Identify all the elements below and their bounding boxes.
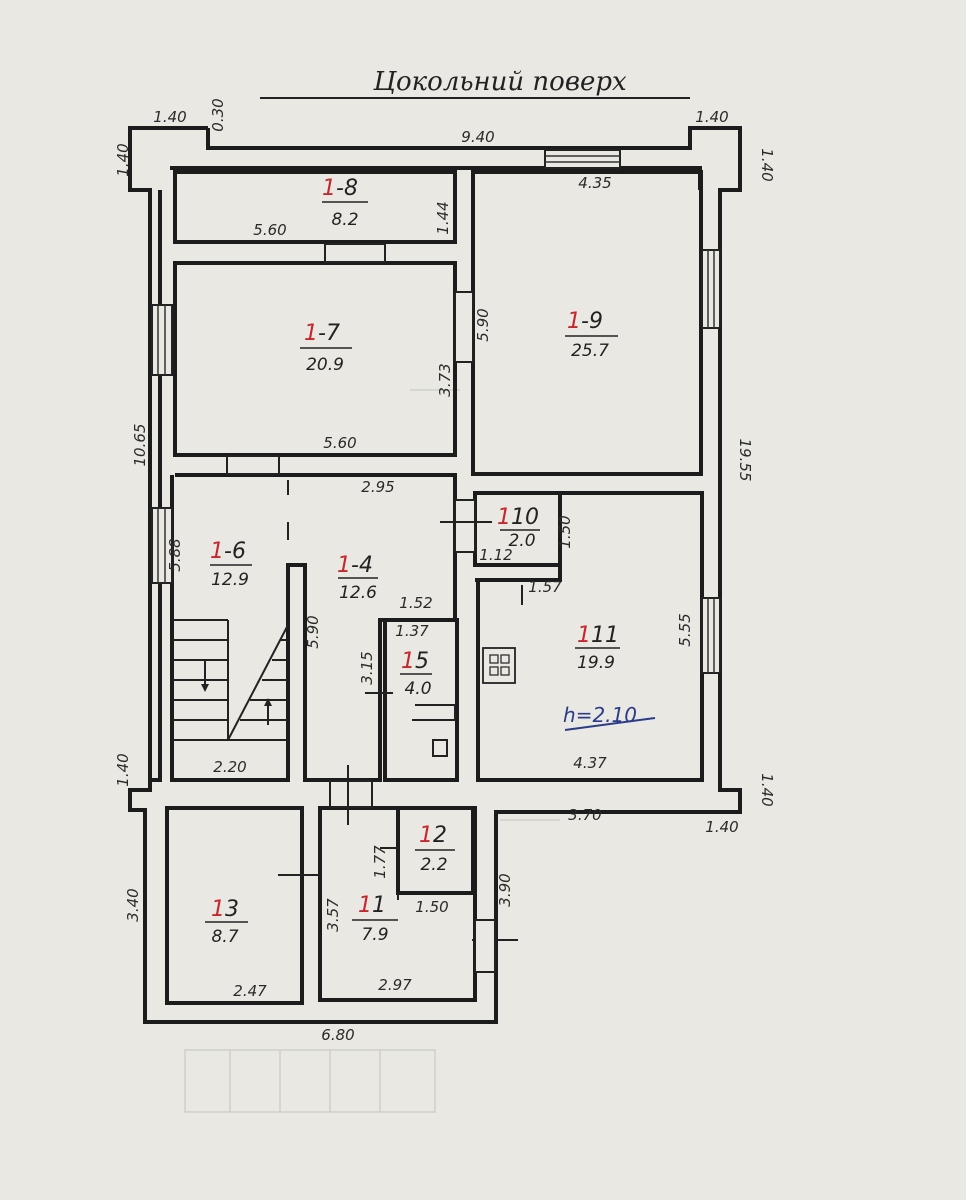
dim-right-mid-step: 1.40 (758, 773, 776, 806)
dim-r14-height: 5.90 (304, 615, 322, 648)
dim-bottom-total: 6.80 (321, 1026, 354, 1044)
room-1-3-area: 8.7 (211, 927, 238, 947)
room-1-2-area: 2.2 (420, 855, 447, 875)
dim-r111-width: 4.37 (573, 754, 607, 772)
room-1-9-number: 1-9 (567, 309, 603, 334)
room-1-5-area: 4.0 (404, 679, 431, 699)
room-1-11-area: 19.9 (577, 653, 615, 673)
dim-top-left-step: 0.30 (209, 98, 227, 131)
dim-r12-height: 1.77 (371, 845, 389, 879)
room-1-1-area: 7.9 (361, 925, 388, 945)
room-1-10-number: 110 (497, 505, 539, 530)
dim-r110-b: 1.57 (528, 578, 562, 596)
room-1-4-1-6-outline (170, 473, 457, 782)
dim-r110-a: 1.12 (479, 546, 512, 564)
room-1-5-number: 15 (401, 649, 429, 674)
dim-r18-width: 5.60 (253, 221, 286, 239)
room-1-5-fixture (412, 704, 456, 721)
dimension-labels: 1.40 0.30 9.40 1.40 1.40 1.40 5.60 1.44 … (114, 98, 776, 1044)
staircase (172, 619, 289, 741)
dim-r14-width: 2.95 (361, 478, 394, 496)
dim-right-mid-offset: 1.40 (705, 818, 738, 836)
dim-r17-height: 3.73 (436, 363, 454, 396)
dim-left-mid-step: 1.40 (114, 753, 132, 786)
room-1-4-area: 12.6 (339, 583, 377, 603)
room-1-8-area: 8.2 (331, 210, 358, 230)
dim-left-top-step: 1.40 (114, 143, 132, 176)
dim-r110-c: 1.50 (556, 515, 574, 548)
room-1-3-number: 13 (211, 897, 239, 922)
dim-right-top-step: 1.40 (758, 148, 776, 181)
dim-r111-height: 5.55 (676, 613, 694, 646)
dim-r15-height: 3.15 (358, 651, 376, 684)
dim-r16-width: 2.20 (213, 758, 246, 776)
plan-title: Цокольний поверх (372, 67, 627, 97)
room-1-11-outline (475, 491, 704, 782)
ceiling-height-note: h=2.10 (563, 703, 637, 727)
room-1-8-outline (173, 170, 457, 244)
dim-right-lower: 3.90 (496, 873, 514, 906)
room-labels: 1-8 8.2 1-7 20.9 1-9 25.7 1-6 12.9 1-4 1… (205, 176, 656, 947)
room-1-6-number: 1-6 (210, 539, 246, 564)
dim-r16-height: 5.88 (166, 538, 184, 571)
room-1-3-outline (165, 806, 304, 1005)
room-1-5-sink (432, 739, 448, 757)
dim-left-lower: 3.40 (124, 888, 142, 921)
room-1-11-number: 111 (577, 623, 619, 648)
room-1-7-area: 20.9 (306, 355, 344, 375)
dim-top-width: 9.40 (461, 128, 494, 146)
ghost-marks (184, 389, 560, 1113)
windows (151, 149, 721, 674)
room-1-5-outline (383, 618, 459, 782)
dim-r11-width: 2.97 (378, 976, 412, 994)
dim-r17-width: 5.60 (323, 434, 356, 452)
door-openings (226, 243, 523, 973)
dim-right-total: 19.55 (736, 439, 754, 482)
dim-r13-width: 2.47 (233, 982, 267, 1000)
room-1-2-number: 12 (419, 823, 447, 848)
room-1-8-number: 1-8 (322, 176, 358, 201)
room-1-9-area: 25.7 (571, 341, 609, 361)
dim-left-total: 10.65 (131, 424, 149, 467)
room-1-7-number: 1-7 (304, 321, 340, 346)
dim-r19-height: 5.90 (474, 308, 492, 341)
room-1-2-outline (396, 806, 475, 895)
room-1-10-area: 2.0 (508, 531, 535, 551)
room-1-1-number: 11 (358, 893, 386, 918)
dim-r19-width: 4.35 (578, 174, 611, 192)
stove-icon (482, 647, 516, 684)
dim-top-right-offset: 1.40 (695, 108, 728, 126)
room-1-4-number: 1-4 (337, 553, 373, 578)
dim-r15-dim: 1.37 (395, 622, 429, 640)
dim-bottom-right-width: 3.70 (568, 806, 601, 824)
room-1-6-area: 12.9 (211, 570, 249, 590)
dim-r11-width-top: 1.50 (415, 898, 448, 916)
dim-top-left-offset: 1.40 (153, 108, 186, 126)
dim-r18-height: 1.44 (434, 201, 452, 234)
dim-r11-height: 3.57 (324, 898, 342, 932)
dim-r15-width: 1.52 (399, 594, 432, 612)
